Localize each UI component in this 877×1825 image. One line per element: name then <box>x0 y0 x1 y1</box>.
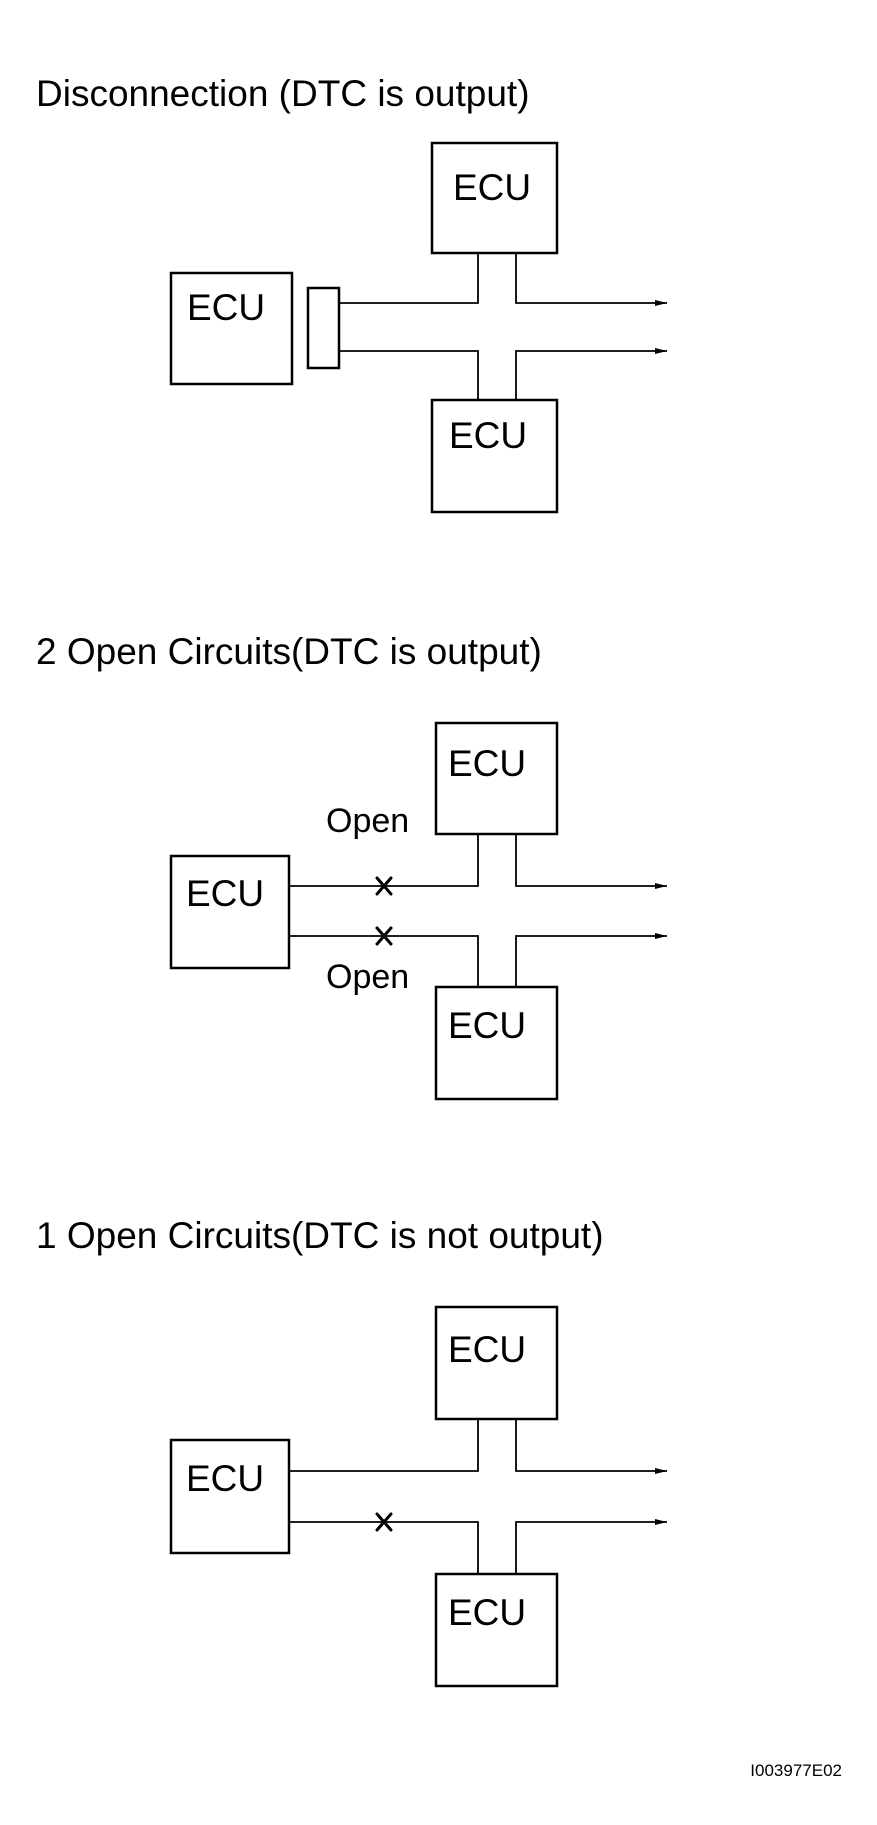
ecu-label: ECU <box>449 415 527 456</box>
wire-upper-left <box>289 834 479 887</box>
open-label-lower: Open <box>326 958 409 996</box>
ecu-box-bottom <box>430 398 559 514</box>
wire-upper-left <box>339 253 479 304</box>
disconnected-connector <box>306 286 341 370</box>
ecu-label: ECU <box>453 167 531 208</box>
ecu-label: ECU <box>448 1592 526 1633</box>
diagram-title: Disconnection (DTC is output) <box>36 73 530 114</box>
ecu-label: ECU <box>448 743 526 784</box>
ecu-box-left <box>169 271 294 386</box>
ecu-box-bottom <box>434 1572 559 1688</box>
diagram-two-open-circuits: 2 Open Circuits(DTC is output) ECU ECU E… <box>36 631 667 1101</box>
ecu-box-top <box>434 1305 559 1421</box>
wire-lower-right <box>515 1519 667 1574</box>
wire-lower-left <box>289 1521 479 1574</box>
wire-upper-right <box>515 1419 667 1474</box>
ecu-label: ECU <box>186 873 264 914</box>
figure-reference-code: I003977E02 <box>750 1761 842 1780</box>
open-mark-lower <box>375 926 393 946</box>
diagram-disconnection: Disconnection (DTC is output) ECU ECU EC… <box>36 73 667 514</box>
ecu-label: ECU <box>448 1005 526 1046</box>
wire-lower-left <box>339 350 479 400</box>
ecu-box-top <box>434 721 559 836</box>
diagram-one-open-circuit: 1 Open Circuits(DTC is not output) ECU E… <box>36 1215 667 1688</box>
ecu-box-top <box>430 141 559 255</box>
ecu-box-left <box>169 1438 291 1555</box>
ecu-box-bottom <box>434 985 559 1101</box>
wire-lower-right <box>515 933 667 987</box>
wire-lower-right <box>515 348 667 400</box>
diagram-title: 1 Open Circuits(DTC is not output) <box>36 1215 604 1256</box>
wire-upper-right <box>515 834 667 889</box>
open-label-upper: Open <box>326 802 409 840</box>
open-mark-lower <box>375 1512 393 1532</box>
diagram-title: 2 Open Circuits(DTC is output) <box>36 631 542 672</box>
wire-upper-right <box>515 253 667 306</box>
open-mark-upper <box>375 876 393 896</box>
wire-lower-left <box>289 935 479 987</box>
ecu-label: ECU <box>448 1329 526 1370</box>
ecu-label: ECU <box>186 1458 264 1499</box>
wire-upper-left <box>289 1419 479 1472</box>
ecu-label: ECU <box>187 287 265 328</box>
ecu-box-left <box>169 854 291 970</box>
